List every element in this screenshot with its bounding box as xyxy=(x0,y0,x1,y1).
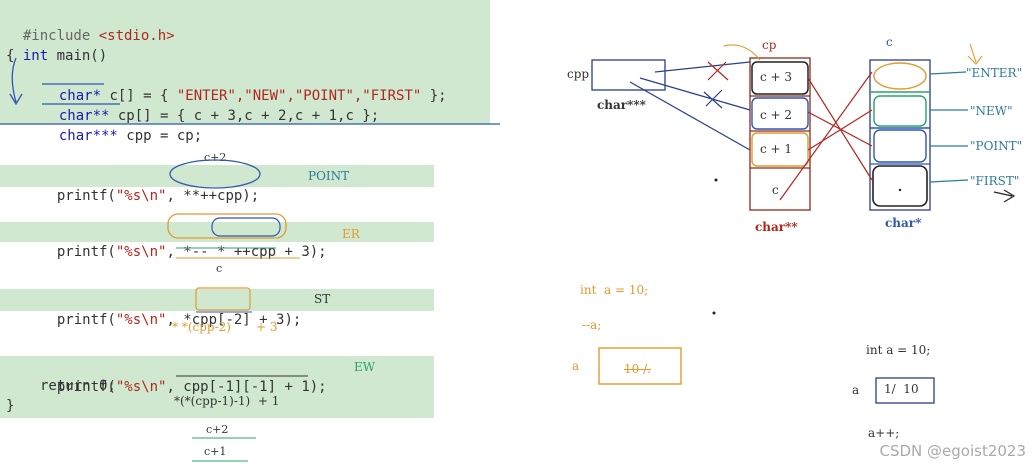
cpp-type: char*** xyxy=(58,128,118,144)
return-statement: return 0; xyxy=(40,378,116,394)
c-type-label: char* xyxy=(885,216,922,230)
annotation-cpp-minus-1: *(*(cpp-1)-1) + 1 xyxy=(174,394,280,408)
decrement-a: --a; xyxy=(582,318,602,332)
circle-printf2b xyxy=(211,217,281,237)
int-a-decl-2: int a = 10; xyxy=(866,343,931,357)
circle-printf2a xyxy=(167,213,287,239)
string-point: "POINT" xyxy=(970,139,1023,153)
cp-cell-2: c + 1 xyxy=(760,142,793,156)
annotation-c-plus-1: c+1 xyxy=(204,445,227,458)
code-open-brace: { xyxy=(6,46,14,66)
cp-type-label: char** xyxy=(755,220,798,234)
output-note-4: EW xyxy=(354,360,376,374)
annotation-cpp-minus-2: * *(cpp-2) xyxy=(172,320,231,334)
code-main: int main() xyxy=(6,26,107,66)
annotation-plus-3: + 3 xyxy=(256,320,278,334)
code-line2-bg xyxy=(0,222,434,242)
code-line4-bg xyxy=(0,356,434,418)
annotation-c-plus-2b: c+2 xyxy=(206,423,229,436)
c-type: char* xyxy=(58,88,102,104)
code-line-cp: char** cp[] = { c + 3,c + 2,c + 1,c }; xyxy=(42,86,379,126)
increment-a: a++; xyxy=(868,426,900,440)
include-directive: #include xyxy=(22,28,99,44)
printf1-format: "%s\n" xyxy=(115,188,167,204)
cpp-label: cpp xyxy=(567,67,590,81)
a-label-1: a xyxy=(572,359,580,373)
open-brace: { xyxy=(6,48,15,64)
hand-arrow-down xyxy=(9,57,23,106)
output-note-3: ST xyxy=(314,292,331,306)
printf2-call: printf( xyxy=(56,244,116,260)
a-box-2 xyxy=(875,377,935,404)
main-keyword: int xyxy=(22,48,49,64)
main-rest: main() xyxy=(48,48,108,64)
string-first: "FIRST" xyxy=(970,174,1020,188)
printf2-format: "%s\n" xyxy=(115,244,167,260)
printf1-args: , **++cpp); xyxy=(166,188,260,204)
code-printf1: printf("%s\n", **++cpp); xyxy=(40,166,259,206)
a-box-value-1: 10 /. xyxy=(624,362,651,376)
cpp-decl: cpp = cp; xyxy=(117,128,203,144)
code-include: #include <stdio.h> xyxy=(6,6,175,46)
string-new: "NEW" xyxy=(970,104,1013,118)
c-end: }; xyxy=(421,88,447,104)
cp-label: cp xyxy=(762,38,777,52)
close-brace: } xyxy=(6,398,15,414)
printf4-call: printf( xyxy=(56,379,116,395)
watermark: CSDN @egoist2023 xyxy=(879,442,1027,460)
cp-type: char** xyxy=(58,108,110,124)
box-cpp-minus-2 xyxy=(195,287,251,311)
cp-array-box xyxy=(749,57,811,211)
printf4-format: "%s\n" xyxy=(115,379,167,395)
printf3-format: "%s\n" xyxy=(115,312,167,328)
printf3-args: , *cpp[-2] + 3); xyxy=(166,312,302,328)
cp-cell-0: c + 3 xyxy=(760,70,793,84)
code-line3-bg xyxy=(0,289,434,311)
code-return: return 0; xyxy=(40,376,116,396)
annotation-c: c xyxy=(216,262,223,275)
code-block-header-bg xyxy=(0,0,490,124)
int-a-decl-1: int a = 10; xyxy=(580,283,649,297)
include-header: <stdio.h> xyxy=(98,28,175,44)
code-line-cpp: char*** cpp = cp; xyxy=(42,106,202,146)
cp-cell-3: c xyxy=(772,183,779,197)
printf4-args: , cpp[-1][-1] + 1); xyxy=(166,379,327,395)
code-line1-bg xyxy=(0,165,434,187)
c-label: c xyxy=(886,35,893,49)
a-box-1 xyxy=(598,347,682,385)
code-printf4: printf("%s\n", cpp[-1][-1] + 1); xyxy=(40,357,327,397)
c-values: "ENTER","NEW","POINT","FIRST" xyxy=(176,88,422,104)
code-printf3: printf("%s\n", *cpp[-2] + 3); xyxy=(40,290,301,330)
cpp-type-label: char*** xyxy=(597,98,646,112)
c-array-box xyxy=(869,59,931,211)
printf3-call: printf( xyxy=(56,312,116,328)
circle-printf1 xyxy=(169,159,261,189)
a-label-2: a xyxy=(852,383,860,397)
printf1-call: printf( xyxy=(56,188,116,204)
cpp-box xyxy=(591,59,666,91)
string-enter: "ENTER" xyxy=(966,66,1023,80)
c-decl: c[] = { xyxy=(101,88,177,104)
a-box-value-2: 1/ 10 xyxy=(884,382,919,396)
code-line-c: char* c[] = { "ENTER","NEW","POINT","FIR… xyxy=(42,66,447,106)
code-close-brace: } xyxy=(6,396,14,416)
output-note-2: ER xyxy=(342,227,360,241)
cp-cell-1: c + 2 xyxy=(760,108,793,122)
output-note-1: POINT xyxy=(308,169,350,183)
cp-decl: cp[] = { c + 3,c + 2,c + 1,c }; xyxy=(109,108,380,124)
